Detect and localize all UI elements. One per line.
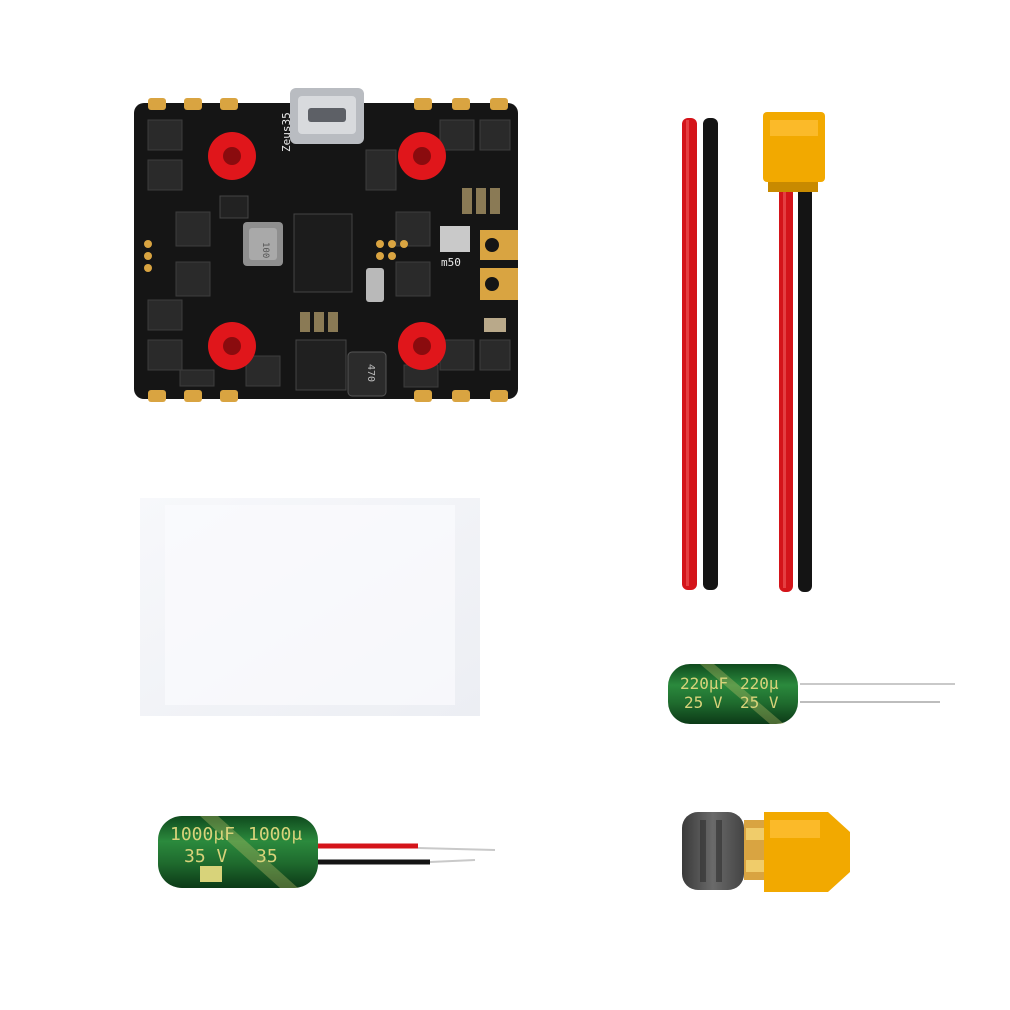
usb-port bbox=[290, 88, 364, 144]
battery-pads bbox=[480, 230, 518, 300]
inductor-large: 100 bbox=[243, 222, 283, 266]
xt30-connector bbox=[682, 812, 850, 892]
capacitor-220uf: 220μF 220μ 25 V 25 V bbox=[668, 664, 955, 724]
svg-text:35 V: 35 V bbox=[184, 846, 228, 867]
solder-pads-top bbox=[148, 98, 508, 110]
inductor-small: 470 bbox=[347, 351, 387, 397]
svg-text:470: 470 bbox=[365, 364, 376, 382]
svg-text:1000μ: 1000μ bbox=[248, 824, 302, 845]
xt30-pigtail bbox=[763, 112, 825, 592]
svg-text:25 V: 25 V bbox=[740, 693, 779, 712]
board-model-silkscreen: Zeus35 bbox=[280, 112, 293, 152]
shunt-resistor: m50 bbox=[440, 226, 470, 269]
passive-components bbox=[300, 188, 506, 332]
capacitor-1000uf: 1000μF 1000μ 35 V 35 bbox=[158, 816, 496, 888]
crystal bbox=[366, 268, 384, 302]
svg-text:220μF: 220μF bbox=[680, 674, 728, 693]
mosfet-array bbox=[147, 119, 511, 388]
svg-text:1000μF: 1000μF bbox=[170, 824, 235, 845]
svg-text:35: 35 bbox=[256, 846, 278, 867]
mounting-holes bbox=[208, 132, 446, 370]
svg-text:25 V: 25 V bbox=[684, 693, 723, 712]
insulation-sheet bbox=[140, 498, 480, 716]
solder-pads-bottom bbox=[148, 390, 508, 402]
svg-text:220μ: 220μ bbox=[740, 674, 779, 693]
svg-text:100: 100 bbox=[260, 242, 270, 258]
svg-text:m50: m50 bbox=[441, 256, 461, 269]
mcu-chip bbox=[219, 195, 353, 391]
esc-board: m50 100 470 Zeus35 bbox=[134, 88, 518, 402]
power-lead bbox=[682, 118, 718, 590]
signal-pads bbox=[144, 240, 408, 272]
